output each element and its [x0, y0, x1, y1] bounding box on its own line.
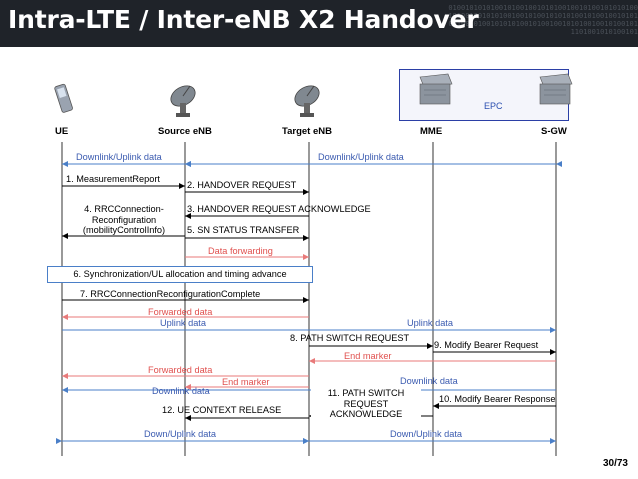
rrc-reconfig-label: 4. RRCConnection- Reconfiguration (mobil…: [82, 204, 166, 235]
end-marker-label-2: End marker: [222, 377, 270, 387]
binary-decoration: 0100101010100101001001010100100101001010…: [448, 4, 638, 36]
server-icon: [419, 73, 453, 105]
sn-status-label: 5. SN STATUS TRANSFER: [187, 225, 300, 235]
page-number: 30/73: [602, 458, 628, 469]
mobile-phone-icon: [54, 83, 73, 113]
ue-context-release-label: 12. UE CONTEXT RELEASE: [162, 405, 282, 415]
uplink-data-label-2: Uplink data: [407, 318, 453, 328]
dl-ul-data-label-2: Downlink/Uplink data: [318, 152, 404, 162]
path-switch-label: 8. PATH SWITCH REQUEST: [290, 333, 410, 343]
downlink-data-label-2: Downlink data: [400, 376, 458, 386]
ue-label: UE: [55, 126, 69, 137]
modify-bearer-response-label: 10. Modify Bearer Response: [439, 394, 556, 404]
down-up-data-label-2: Down/Uplink data: [390, 429, 463, 439]
source-enb-label: Source eNB: [158, 126, 212, 137]
dl-ul-data-label-1: Downlink/Uplink data: [76, 152, 162, 162]
downlink-data-label-1: Downlink data: [152, 386, 210, 396]
rrc-complete-label: 7. RRCConnectionReconfigurationComplete: [80, 289, 261, 299]
antenna-dish-icon: [170, 85, 196, 117]
modify-bearer-request-label: 9. Modify Bearer Request: [434, 340, 539, 350]
forwarded-data-label-1: Forwarded data: [148, 307, 213, 317]
handover-request-label: 2. HANDOVER REQUEST: [187, 180, 297, 190]
forwarded-data-label-2: Forwarded data: [148, 365, 213, 375]
epc-label: EPC: [484, 101, 503, 111]
antenna-dish-icon: [294, 85, 320, 117]
lifelines: [61, 142, 557, 456]
path-switch-ack-label: 11. PATH SWITCH REQUEST ACKNOWLEDGE: [311, 388, 421, 420]
handover-ack-label: 3. HANDOVER REQUEST ACKNOWLEDGE: [187, 204, 371, 214]
slide-title: Intra-LTE / Inter-eNB X2 Handover: [8, 5, 479, 34]
title-bar: 0100101010100101001001010100100101001010…: [0, 0, 638, 47]
target-enb-label: Target eNB: [282, 126, 332, 137]
measurement-report-label: 1. MeasurementReport: [66, 174, 160, 184]
sgw-label: S-GW: [541, 126, 567, 137]
sync-box: 6. Synchronization/UL allocation and tim…: [47, 266, 313, 283]
uplink-data-label-1: Uplink data: [160, 318, 206, 328]
down-up-data-label-1: Down/Uplink data: [144, 429, 217, 439]
end-marker-label-1: End marker: [344, 351, 392, 361]
mme-label: MME: [420, 126, 443, 137]
server-icon: [539, 73, 573, 105]
data-forwarding-label: Data forwarding: [208, 246, 273, 256]
